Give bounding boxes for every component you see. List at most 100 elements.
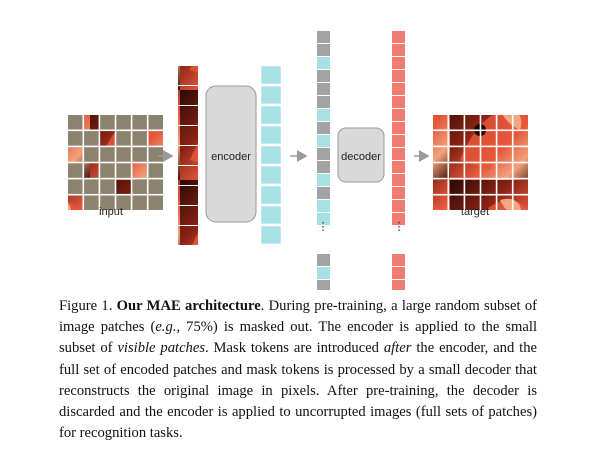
target-patch (481, 163, 496, 178)
caption-title: Our MAE architecture (116, 298, 261, 314)
target-image (433, 115, 528, 210)
masked-patch (132, 131, 147, 146)
target-patch (449, 163, 464, 178)
mask-token (317, 44, 330, 56)
target-label: target (461, 206, 489, 218)
encoded-token (260, 105, 282, 125)
encoded-token (317, 200, 330, 212)
visible-patch-token (178, 86, 198, 105)
reconstructed-token (392, 122, 405, 134)
decoder-output-sequence (392, 31, 405, 290)
encoded-token (317, 267, 330, 279)
target-patch (449, 179, 464, 194)
target-patch (497, 179, 512, 194)
masked-patch (116, 147, 131, 162)
masked-patch (100, 179, 115, 194)
mask-token (317, 31, 330, 43)
masked-patch (100, 195, 115, 210)
target-patch (449, 195, 464, 210)
reconstructed-token (392, 31, 405, 43)
masked-patch (68, 115, 83, 130)
target-patch (481, 147, 496, 162)
reconstructed-token (392, 70, 405, 82)
encoded-token (317, 174, 330, 186)
masked-patch (68, 179, 83, 194)
caption-part-3: . Mask tokens are introduced (205, 340, 384, 357)
target-patch (449, 115, 464, 130)
masked-patch (132, 115, 147, 130)
target-patch (449, 147, 464, 162)
target-patch (513, 195, 528, 210)
reconstructed-token (392, 57, 405, 69)
masked-patch (84, 179, 99, 194)
masked-patch (84, 147, 99, 162)
target-patch (433, 179, 448, 194)
decoder-box (337, 127, 385, 183)
ellipsis-mid: ⋮ (318, 221, 329, 233)
visible-patch-token (178, 126, 198, 145)
reconstructed-token (392, 96, 405, 108)
visible-patch-token (178, 206, 198, 225)
reconstructed-token (392, 280, 405, 290)
reconstructed-token (392, 174, 405, 186)
reconstructed-token (392, 200, 405, 212)
target-patch (497, 163, 512, 178)
ellipsis-right: ⋮ (394, 221, 405, 233)
caption-figure-number: Figure 1. (59, 298, 113, 314)
target-patch (513, 163, 528, 178)
encoded-token (317, 57, 330, 69)
masked-patch (100, 115, 115, 130)
mask-token (317, 254, 330, 266)
target-patch (481, 131, 496, 146)
target-patch (433, 147, 448, 162)
masked-patch (116, 131, 131, 146)
mask-token (317, 187, 330, 199)
visible-patch (84, 163, 99, 178)
target-patch (513, 115, 528, 130)
figure-caption: Figure 1. Our MAE architecture. During p… (59, 296, 537, 444)
encoded-token (260, 145, 282, 165)
target-patch (433, 115, 448, 130)
reconstructed-token (392, 187, 405, 199)
encoded-token (260, 125, 282, 145)
encoded-token (317, 213, 330, 225)
target-patch (465, 115, 480, 130)
target-patch (481, 179, 496, 194)
target-patch (433, 195, 448, 210)
visible-patch (116, 179, 131, 194)
mask-token (317, 83, 330, 95)
masked-patch (116, 195, 131, 210)
mask-token (317, 96, 330, 108)
target-patch (465, 179, 480, 194)
caption-visible-patches: visible patches (117, 340, 206, 357)
target-patch (465, 195, 480, 210)
decoder-input-sequence (317, 31, 330, 290)
masked-patch (148, 163, 163, 178)
reconstructed-token (392, 109, 405, 121)
input-label: input (99, 206, 123, 218)
encoded-token (260, 65, 282, 85)
encoded-token (317, 135, 330, 147)
decoder-label: decoder (341, 151, 381, 163)
masked-patch (148, 147, 163, 162)
encoded-token (260, 165, 282, 185)
mae-architecture-diagram: input encoder ⋮ decoder ⋮ target (68, 31, 528, 290)
target-patch (433, 131, 448, 146)
visible-patch (148, 131, 163, 146)
mask-token (317, 122, 330, 134)
reconstructed-token (392, 267, 405, 279)
target-patch (465, 163, 480, 178)
visible-patch-token (178, 146, 198, 165)
target-patch (497, 131, 512, 146)
encoded-tokens-column (260, 65, 282, 245)
visible-patch (68, 195, 83, 210)
mask-token (317, 161, 330, 173)
masked-patch (100, 163, 115, 178)
encoded-token (260, 85, 282, 105)
visible-patch (100, 131, 115, 146)
visible-patch-token (178, 186, 198, 205)
masked-patch (148, 115, 163, 130)
caption-part-2: , 75%) is masked out. The encoder is app… (59, 319, 537, 357)
reconstructed-token (392, 213, 405, 225)
visible-patches-column (178, 66, 198, 245)
